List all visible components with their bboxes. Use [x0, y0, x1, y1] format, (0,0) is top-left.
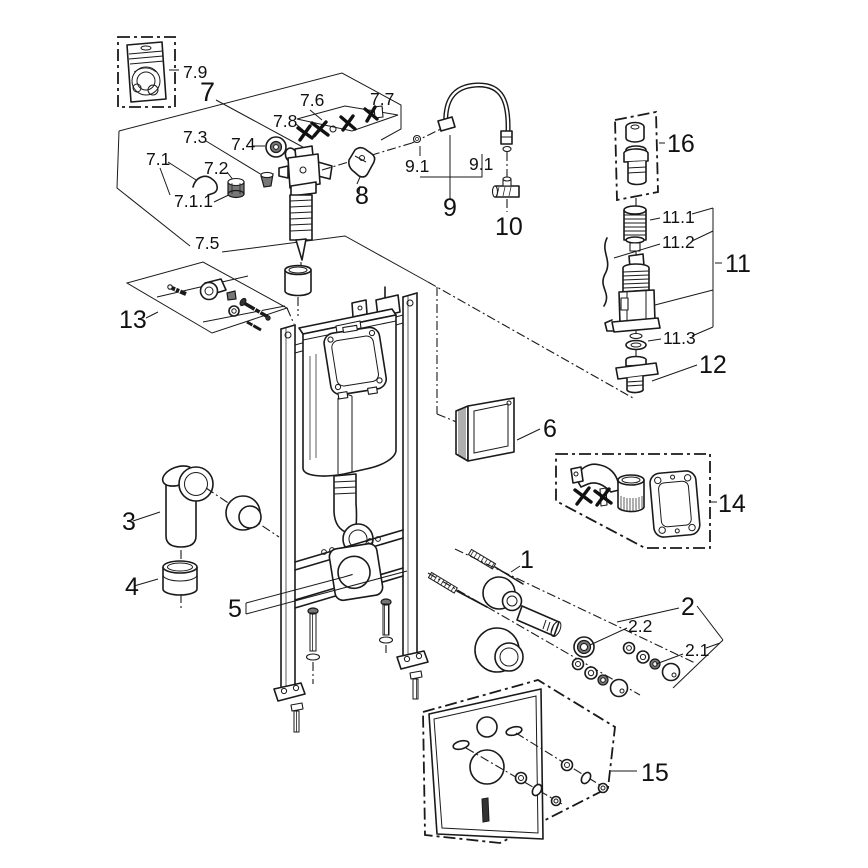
mounting-frame	[273, 286, 429, 733]
wall-bracket-set-13	[125, 261, 295, 334]
part-label-11-2: 11.2	[662, 232, 695, 252]
cartridge-kit-16	[614, 110, 665, 202]
part-label-7-2: 7.2	[204, 158, 228, 178]
part-label-13: 13	[119, 306, 147, 334]
seal-ring-2-2	[573, 636, 595, 658]
part-label-14: 14	[718, 490, 746, 518]
cone-sleeve-b	[474, 627, 524, 673]
part-label-2-1: 2.1	[685, 640, 709, 660]
part-label-11: 11	[725, 250, 751, 278]
part-label-11-1: 11.1	[662, 207, 695, 227]
label-bracket-5	[245, 570, 408, 615]
frame-bolts	[305, 598, 394, 684]
cylinder-part-14	[617, 474, 645, 513]
mounting-plate-14	[649, 470, 701, 538]
part-label-11-3: 11.3	[663, 328, 696, 348]
fixing-rods-group	[427, 548, 724, 698]
label-bracket-2	[589, 605, 724, 689]
part-label-1: 1	[520, 546, 534, 574]
part-label-9: 9	[443, 194, 457, 222]
wire-11-2	[602, 237, 609, 307]
nut-7-2	[227, 177, 245, 199]
part-label-4: 4	[125, 573, 139, 601]
right-rail	[402, 292, 418, 657]
frame-feet	[273, 650, 429, 733]
left-rail	[280, 324, 296, 689]
part-label-12: 12	[699, 351, 727, 379]
protection-cup	[284, 264, 312, 316]
part-label-7-9: 7.9	[183, 62, 207, 82]
discharge-plate	[328, 542, 384, 602]
part-label-7-5: 7.5	[195, 233, 219, 253]
swivel-bracket-8	[321, 142, 413, 194]
connector-sleeve	[205, 487, 280, 538]
part-label-9-1b: 9.1	[469, 154, 493, 174]
part-label-9-1a: 9.1	[405, 156, 429, 176]
fastener-trail-lower	[571, 657, 629, 698]
part-label-7-6: 7.6	[300, 90, 324, 110]
angle-valve-10	[491, 152, 520, 212]
part-label-16: 16	[667, 130, 695, 158]
axis-lines	[436, 287, 460, 424]
filling-hose-9	[411, 82, 513, 200]
fill-valve-assembly	[192, 105, 384, 316]
fastener-trail-2-1	[622, 641, 681, 682]
sound-insulation-set-15	[422, 679, 637, 844]
part-label-15: 15	[641, 759, 669, 787]
part-label-10: 10	[495, 213, 523, 241]
part-label-7-1: 7.1	[146, 149, 170, 169]
part-label-7-7: 7.7	[370, 89, 394, 109]
actuation-kit-14	[555, 453, 717, 549]
part-label-7: 7	[200, 77, 215, 107]
part-label-3: 3	[122, 508, 136, 536]
access-window	[323, 324, 388, 400]
extension-pipe-2	[516, 605, 562, 637]
protection-box-6	[455, 397, 541, 462]
flush-valve-column-11	[602, 198, 722, 394]
flush-valve-11-2	[604, 253, 661, 340]
cone-sleeve-a	[482, 576, 523, 612]
part-label-5: 5	[228, 595, 242, 623]
spacer-ring-4	[133, 560, 198, 611]
retaining-clip-7-1	[192, 175, 218, 196]
part-label-7-4: 7.4	[231, 134, 256, 154]
cone-seal-7-3	[260, 171, 274, 188]
part-label-7-3: 7.3	[183, 127, 207, 147]
part-label-2: 2	[681, 593, 695, 621]
seal-washer-11-3	[625, 339, 647, 351]
part-label-2-2: 2.2	[628, 616, 652, 636]
part-label-7-8: 7.8	[273, 111, 297, 131]
part-label-8: 8	[355, 182, 369, 210]
insulation-fasteners	[514, 758, 609, 807]
not-included-cross-icons-7-8	[296, 105, 384, 142]
part-labels: 7.9 7 7.6 7.7 7.8 7.3 7.4 7.1 7.2 7.1.1 …	[119, 62, 751, 787]
outlet-elbow-3	[132, 465, 214, 562]
threaded-rod-1	[467, 548, 524, 585]
part-label-7-1-1: 7.1.1	[174, 191, 213, 211]
spare-kit-box-7-9	[117, 36, 179, 108]
label-bracket-9-1	[419, 135, 483, 200]
threaded-rod-1b	[427, 571, 488, 608]
outlet-fitting-12	[615, 355, 659, 394]
grommet-7-4	[265, 136, 298, 163]
flush-pipe	[333, 473, 374, 555]
part-label-6: 6	[543, 415, 557, 443]
label-bracket-11	[613, 207, 722, 382]
valve-body-7	[278, 145, 333, 266]
bellows-11-1	[623, 205, 647, 252]
